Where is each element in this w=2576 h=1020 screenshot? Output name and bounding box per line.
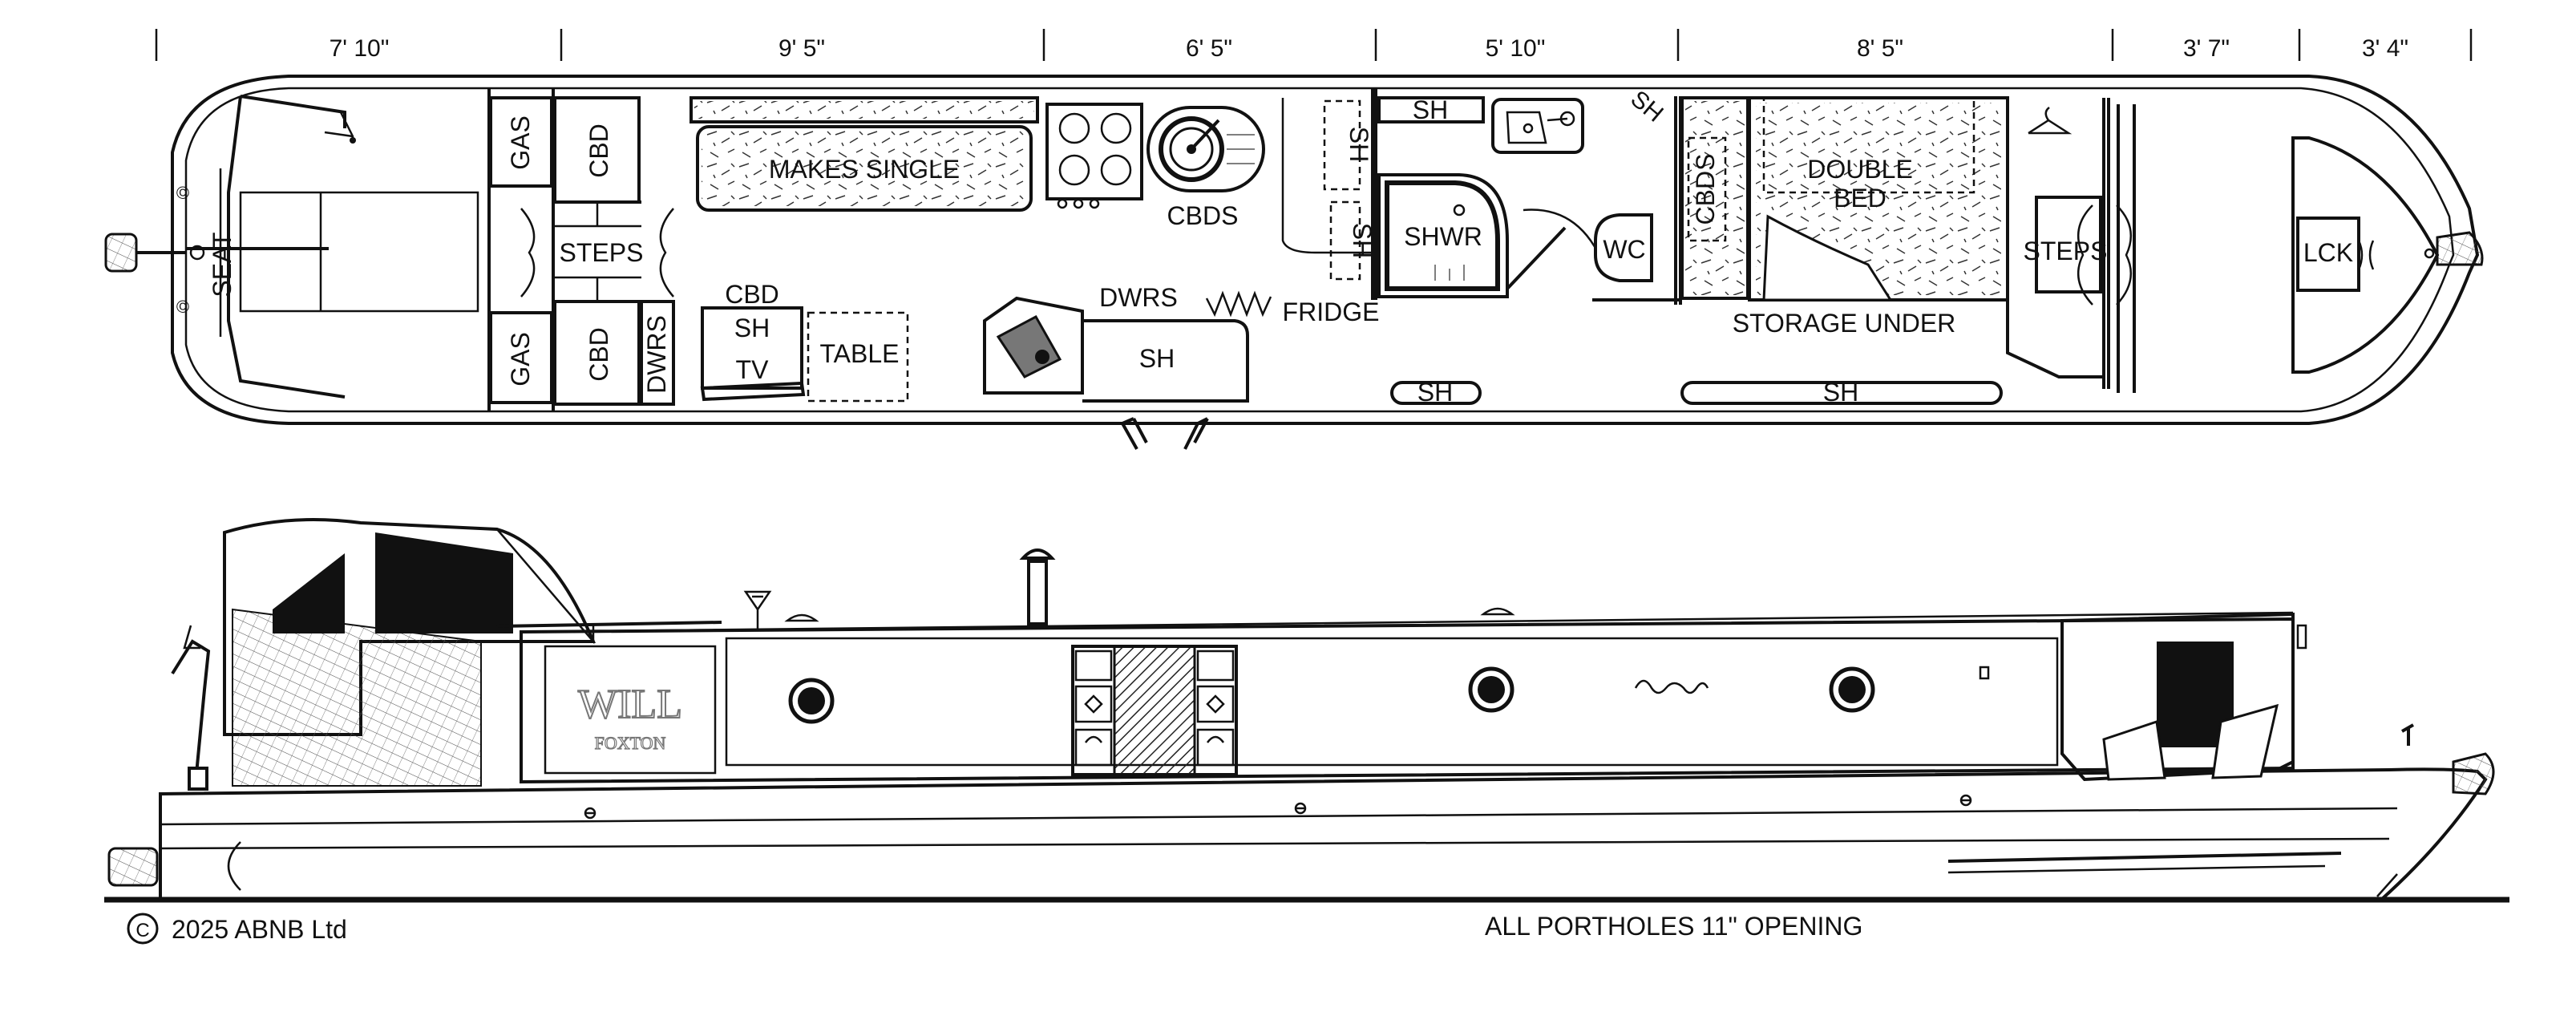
horn-icon bbox=[743, 590, 772, 629]
shelf-label: SH bbox=[1139, 344, 1175, 373]
shelf-label: SH bbox=[1417, 378, 1453, 407]
plan-view: © © SEAT GAS GAS CBD CBD STEPS bbox=[104, 75, 2484, 450]
storage-label: STORAGE UNDER bbox=[1733, 309, 1956, 338]
bed-label: BED bbox=[1834, 184, 1887, 212]
drawers-label: DWRS bbox=[642, 315, 671, 394]
dimension-label: 3' 4" bbox=[2362, 35, 2408, 62]
shelf-label: SH bbox=[1413, 95, 1448, 124]
steps-label: STEPS bbox=[2024, 237, 2108, 265]
boat-name: WILL bbox=[578, 682, 682, 727]
drawers-label: DWRS bbox=[1099, 283, 1178, 312]
rudder-icon bbox=[104, 233, 138, 273]
bed-label: DOUBLE bbox=[1807, 155, 1913, 184]
cupboards-label: CBDS bbox=[1167, 201, 1239, 230]
dimension-label: 9' 5" bbox=[778, 35, 825, 62]
copyright-mark: © bbox=[176, 297, 189, 317]
porthole-note: ALL PORTHOLES 11" OPENING bbox=[1485, 912, 1862, 941]
elevation-view: WILL FOXTON bbox=[104, 518, 2509, 903]
dimension-label: 7' 10" bbox=[330, 35, 390, 62]
scroll-ornament-icon bbox=[1634, 679, 1709, 694]
wc-label: WC bbox=[1603, 235, 1645, 264]
cupboard-label: CBD bbox=[584, 327, 613, 382]
shower-label: SHWR bbox=[1404, 222, 1482, 251]
rudder-icon bbox=[107, 847, 159, 887]
copyright-icon bbox=[127, 913, 159, 945]
home-port: FOXTON bbox=[595, 733, 666, 753]
copyright-text: 2025 ABNB Ltd bbox=[172, 915, 347, 944]
seat-label: SEAT bbox=[208, 232, 237, 297]
steps-label: STEPS bbox=[560, 238, 644, 267]
dimension-label: 6' 5" bbox=[1186, 35, 1232, 62]
shelf-label: SH bbox=[1626, 86, 1668, 128]
fridge-label: FRIDGE bbox=[1283, 298, 1380, 326]
shelf-label: SH bbox=[734, 314, 770, 342]
dimension-label: 8' 5" bbox=[1857, 35, 1903, 62]
chimney-icon bbox=[1027, 560, 1048, 625]
gas-locker-label: GAS bbox=[506, 115, 535, 170]
cupboard-label: CBD bbox=[584, 123, 613, 178]
cupboards-label: CBDS bbox=[1691, 154, 1720, 225]
copyright-mark: © bbox=[176, 183, 189, 203]
gas-locker-label: GAS bbox=[506, 332, 535, 387]
bow-fender-icon bbox=[2452, 752, 2495, 795]
bow-fender-icon bbox=[2436, 231, 2484, 266]
cupboard-label: CBD bbox=[725, 280, 779, 309]
coat-hanger-icon bbox=[2028, 107, 2073, 135]
dimension-strip: 7' 10" 9' 5" 6' 5" 5' 10" 8' 5" 3' 7" 3'… bbox=[155, 29, 2473, 62]
table-label: TABLE bbox=[820, 339, 900, 368]
hull-fixing bbox=[584, 794, 1972, 820]
sofa-bed-label: MAKES SINGLE bbox=[769, 155, 960, 184]
shelf-label: SH bbox=[1823, 378, 1858, 407]
dimension-label: 3' 7" bbox=[2183, 35, 2230, 62]
copyright-symbol: C bbox=[135, 920, 149, 941]
dimension-label: 5' 10" bbox=[1486, 35, 1546, 62]
shelf-label: SH bbox=[1345, 127, 1373, 162]
tv-label: TV bbox=[736, 355, 770, 384]
locker-label: LCK bbox=[2303, 238, 2353, 267]
footer: C 2025 ABNB Ltd ALL PORTHOLES 11" OPENIN… bbox=[127, 912, 1862, 945]
